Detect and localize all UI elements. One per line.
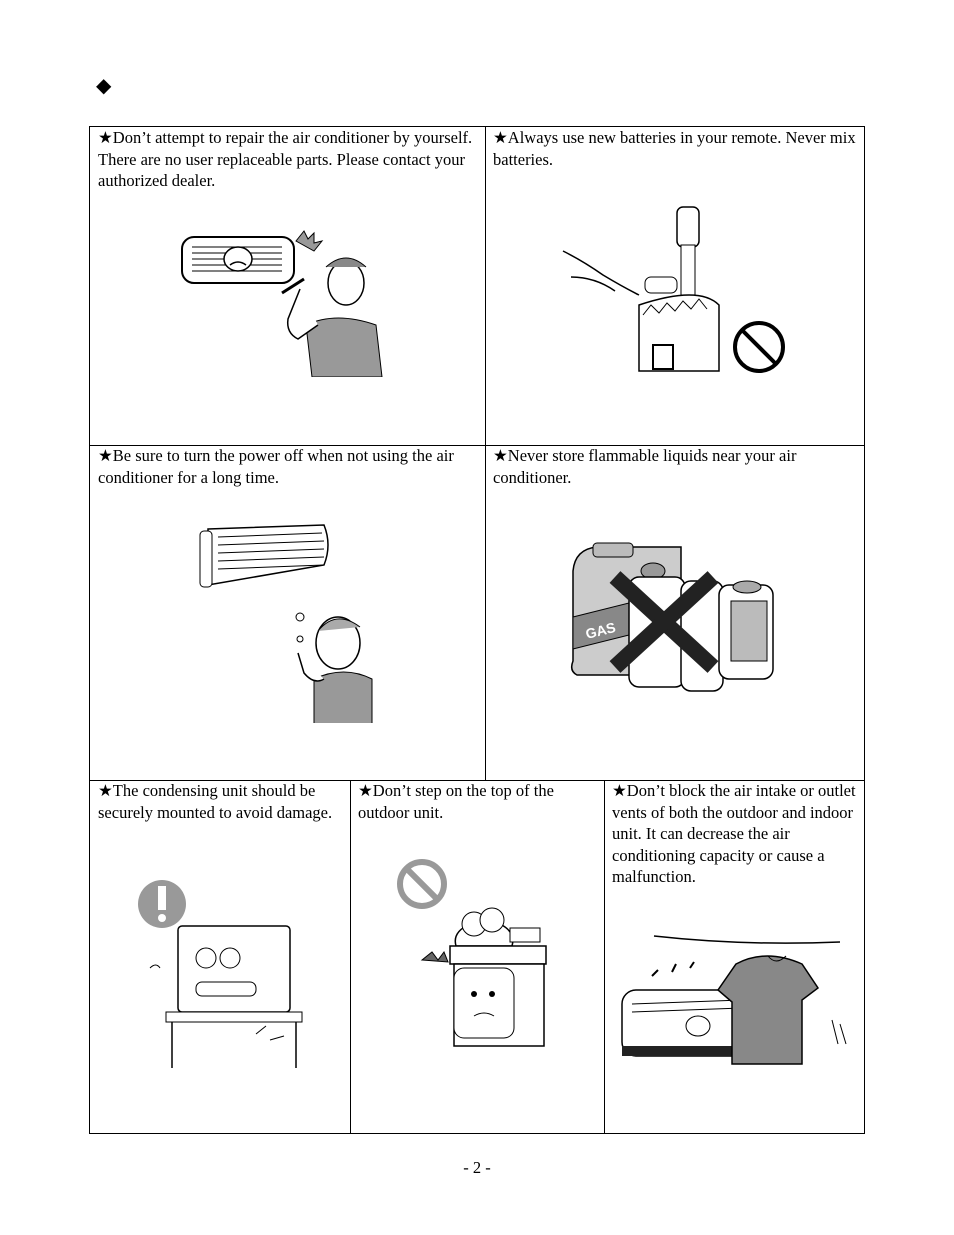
col-divider-bottom-1: [350, 780, 351, 1133]
cell-mounted: ★The condensing unit should be securely …: [90, 780, 350, 1133]
col-divider-bottom-2: [604, 780, 605, 1133]
battery-prohibited-icon: [562, 206, 785, 373]
cell-repair: ★Don’t attempt to repair the air conditi…: [90, 127, 485, 445]
power-off-icon: [199, 524, 373, 723]
cell-text: ★Always use new batteries in your remote…: [493, 128, 856, 169]
cell-text: ★Don’t block the air intake or outlet ve…: [612, 781, 856, 887]
blocked-vent-icon: [621, 935, 847, 1065]
cell-text: ★Be sure to turn the power off when not …: [98, 446, 454, 487]
section-bullet: ◆: [96, 75, 112, 97]
flammable-prohibited-icon: GAS: [570, 542, 774, 692]
row-divider-2: [90, 780, 864, 781]
cell-flammable: ★Never store flammable liquids near your…: [485, 445, 864, 780]
no-step-icon: [397, 859, 547, 1047]
cell-power-off: ★Be sure to turn the power off when not …: [90, 445, 485, 780]
page-number: - 2 -: [463, 1158, 491, 1177]
cell-text: ★Don’t step on the top of the outdoor un…: [358, 781, 554, 822]
cell-batteries: ★Always use new batteries in your remote…: [485, 127, 864, 445]
mounted-unit-icon: [138, 880, 303, 1068]
cell-text: ★Never store flammable liquids near your…: [493, 446, 797, 487]
gas-label: GAS: [584, 619, 617, 642]
cell-text: ★Don’t attempt to repair the air conditi…: [98, 128, 473, 191]
repair-man-icon: [181, 230, 383, 377]
col-divider-top: [485, 127, 486, 780]
safety-grid: ★Don’t attempt to repair the air conditi…: [89, 126, 865, 1134]
cell-blocked-vent: ★Don’t block the air intake or outlet ve…: [604, 780, 864, 1133]
row-divider-1: [90, 445, 864, 446]
cell-text: ★The condensing unit should be securely …: [98, 781, 333, 822]
cell-no-step: ★Don’t step on the top of the outdoor un…: [350, 780, 604, 1133]
